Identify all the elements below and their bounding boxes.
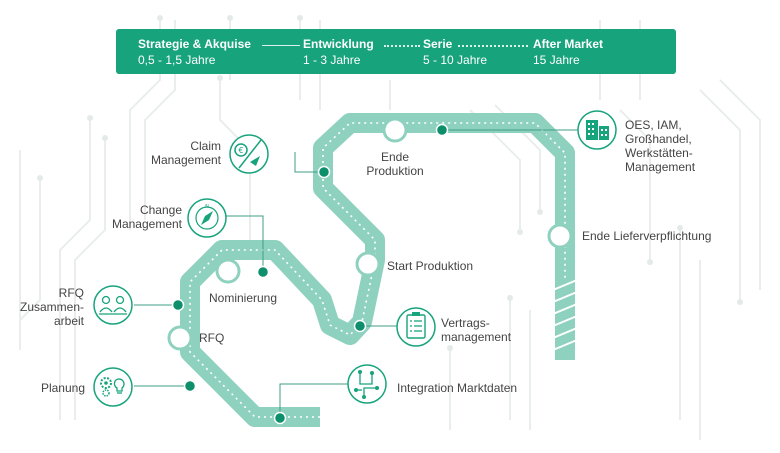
phase-duration: 15 Jahre xyxy=(533,53,580,67)
station-ende-lieferverpflichtung xyxy=(547,223,573,249)
phase-serie: Serie 5 - 10 Jahre xyxy=(423,37,487,68)
claim-icon: € xyxy=(229,134,269,174)
lifecycle-road-centerline xyxy=(189,122,566,418)
label-change-management: Change Management xyxy=(111,203,182,231)
label-ende-lieferverpflichtung: Ende Lieferverpflichtung xyxy=(582,229,712,243)
phase-banner: Strategie & Akquise 0,5 - 1,5 Jahre Entw… xyxy=(116,29,676,74)
label-start-produktion: Start Produktion xyxy=(387,259,474,273)
phase-duration: 1 - 3 Jahre xyxy=(303,53,361,67)
label-rfq-zusammenarbeit: RFQ Zusammen- arbeit xyxy=(20,286,85,328)
label-vertragsmanagement: Vertrags- management xyxy=(441,316,512,344)
label-planung: Planung xyxy=(40,381,85,395)
phase-strategie: Strategie & Akquise 0,5 - 1,5 Jahre xyxy=(138,37,251,68)
station-start-produktion xyxy=(355,251,381,277)
phase-name: Serie xyxy=(423,37,453,51)
label-oes-iam: OES, IAM, Großhandel, Werkstätten- Manag… xyxy=(625,118,696,174)
label-claim-management: Claim Management xyxy=(150,139,221,167)
phase-duration: 0,5 - 1,5 Jahre xyxy=(138,53,216,67)
background-circuit-pattern xyxy=(19,20,761,440)
team-meeting-icon xyxy=(93,285,133,325)
label-integration-marktdaten: Integration Marktdaten xyxy=(397,381,518,395)
background-circuit-dots xyxy=(37,15,743,351)
clipboard-checklist-icon xyxy=(396,307,436,347)
road-nodes xyxy=(171,123,449,425)
phase-name: Strategie & Akquise xyxy=(138,37,251,51)
label-rfq: RFQ xyxy=(199,331,225,345)
station-rfq xyxy=(167,325,193,351)
station-ende-produktion xyxy=(382,117,408,143)
phase-separator xyxy=(262,45,300,46)
phase-entwicklung: Entwicklung 1 - 3 Jahre xyxy=(303,37,374,68)
phase-duration: 5 - 10 Jahre xyxy=(423,53,488,67)
phase-name: After Market xyxy=(533,37,604,51)
milestone-stations xyxy=(167,117,573,351)
phase-name: Entwicklung xyxy=(303,37,374,51)
svg-text:N: N xyxy=(205,204,209,210)
label-nominierung: Nominierung xyxy=(209,291,278,305)
phase-separator xyxy=(384,45,420,47)
circuit-icon xyxy=(347,364,387,404)
phase-after-market: After Market 15 Jahre xyxy=(533,37,603,68)
station-nominierung xyxy=(215,258,241,284)
phase-separator xyxy=(458,45,528,47)
label-ende-produktion: Ende Produktion xyxy=(366,150,424,178)
road-end-fade xyxy=(552,279,578,351)
building-icon xyxy=(577,110,617,150)
gears-lightbulb-icon xyxy=(93,367,133,407)
compass-icon: N xyxy=(187,198,227,238)
svg-text:€: € xyxy=(238,146,243,155)
